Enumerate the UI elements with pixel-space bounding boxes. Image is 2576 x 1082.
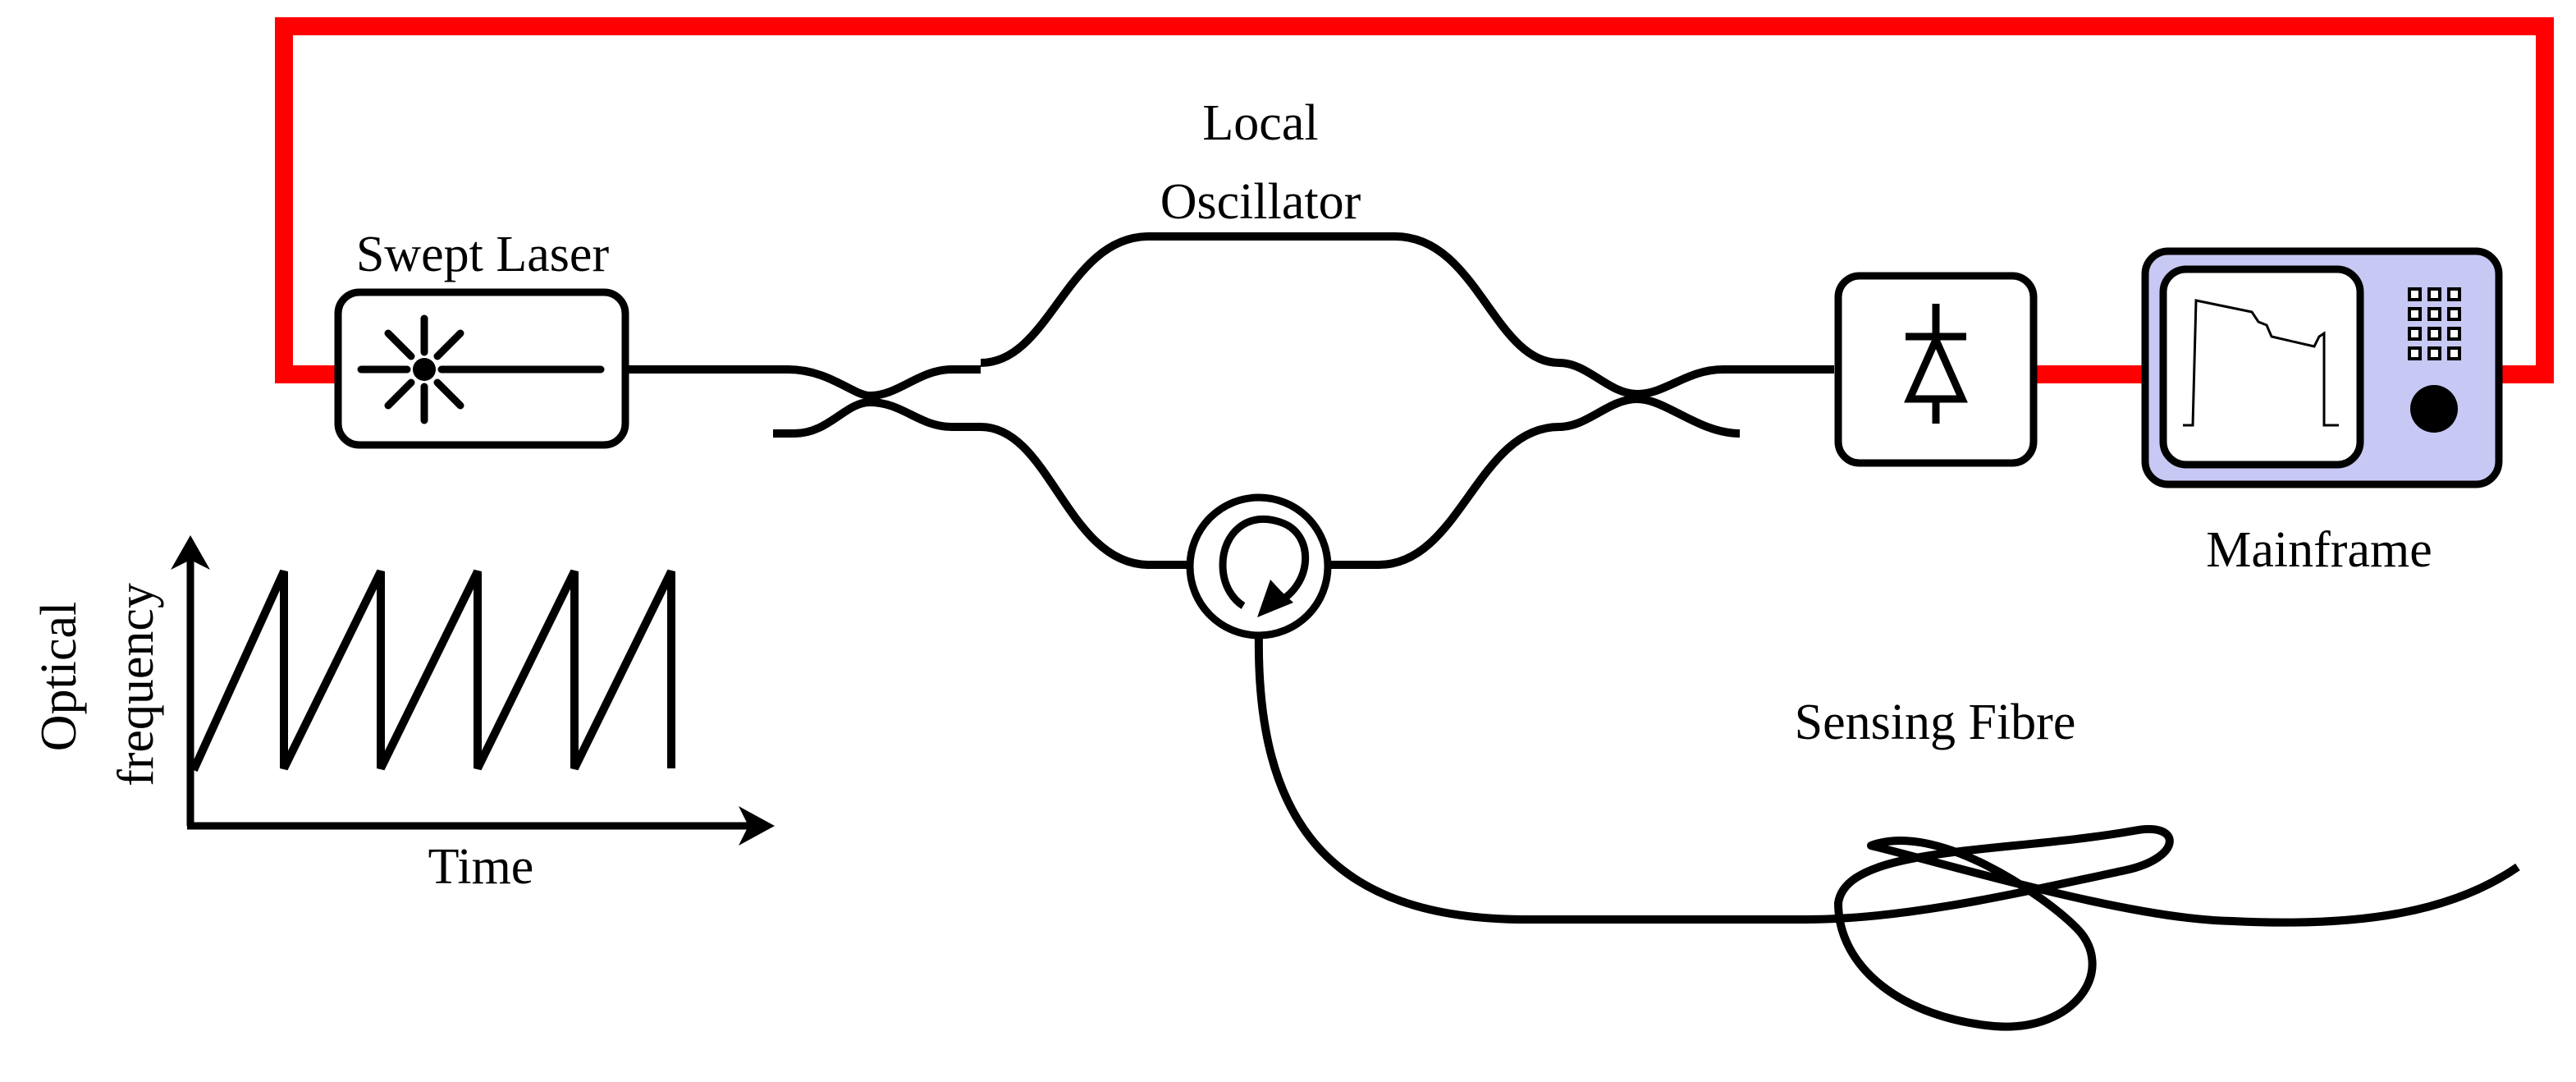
measurement-arm-to-circulator: [980, 423, 1190, 569]
fibre-coupler2-upper: [1558, 359, 1834, 398]
keypad-grid: [2408, 287, 2461, 360]
keypad-key: [2408, 307, 2422, 321]
mainframe-knob: [2410, 385, 2458, 433]
local-oscillator-label-line2: Oscillator: [1160, 174, 1361, 230]
keypad-key: [2408, 287, 2422, 301]
sweep-sawtooth: [190, 569, 675, 773]
instrument-mainframe-icon: [2141, 247, 2503, 488]
keypad-key: [2447, 287, 2461, 301]
measurement-arm-from-circulator: [1329, 423, 1560, 569]
sweep-ylabel-line2: frequency: [108, 583, 164, 786]
fibre-coupler2-lower: [1558, 395, 1741, 438]
circulator-icon: [1186, 493, 1332, 640]
keypad-key: [2408, 327, 2422, 341]
swept-laser-label: Swept Laser: [356, 227, 610, 282]
keypad-key: [2427, 287, 2441, 301]
fibre-coupler-lower-input: [773, 398, 981, 438]
keypad-key: [2447, 346, 2461, 360]
photodiode-icon: [1904, 304, 1968, 424]
sweep-xlabel: Time: [428, 839, 534, 895]
local-oscillator-arm: [980, 232, 1560, 367]
electrical-feedback-line: [275, 17, 2554, 383]
mainframe-label: Mainframe: [2206, 522, 2432, 578]
sensing-fibre: [1254, 631, 2520, 1031]
fibre-laser-to-coupler: [625, 365, 981, 400]
trace-display: [2183, 299, 2339, 427]
keypad-key: [2408, 346, 2422, 360]
local-oscillator-label-line1: Local: [1202, 95, 1318, 151]
keypad-key: [2447, 307, 2461, 321]
y-axis-arrowhead: [171, 535, 210, 570]
keypad-key: [2427, 327, 2441, 341]
sweep-inset-plot: Time Optical frequency: [31, 535, 775, 895]
sensing-fibre-label: Sensing Fibre: [1795, 695, 2076, 750]
x-axis-arrowhead: [739, 806, 775, 846]
starburst-laser-icon: [357, 314, 605, 424]
keypad-key: [2447, 327, 2461, 341]
keypad-key: [2427, 346, 2441, 360]
keypad-key: [2427, 307, 2441, 321]
sweep-ylabel-line1: Optical: [31, 602, 87, 752]
